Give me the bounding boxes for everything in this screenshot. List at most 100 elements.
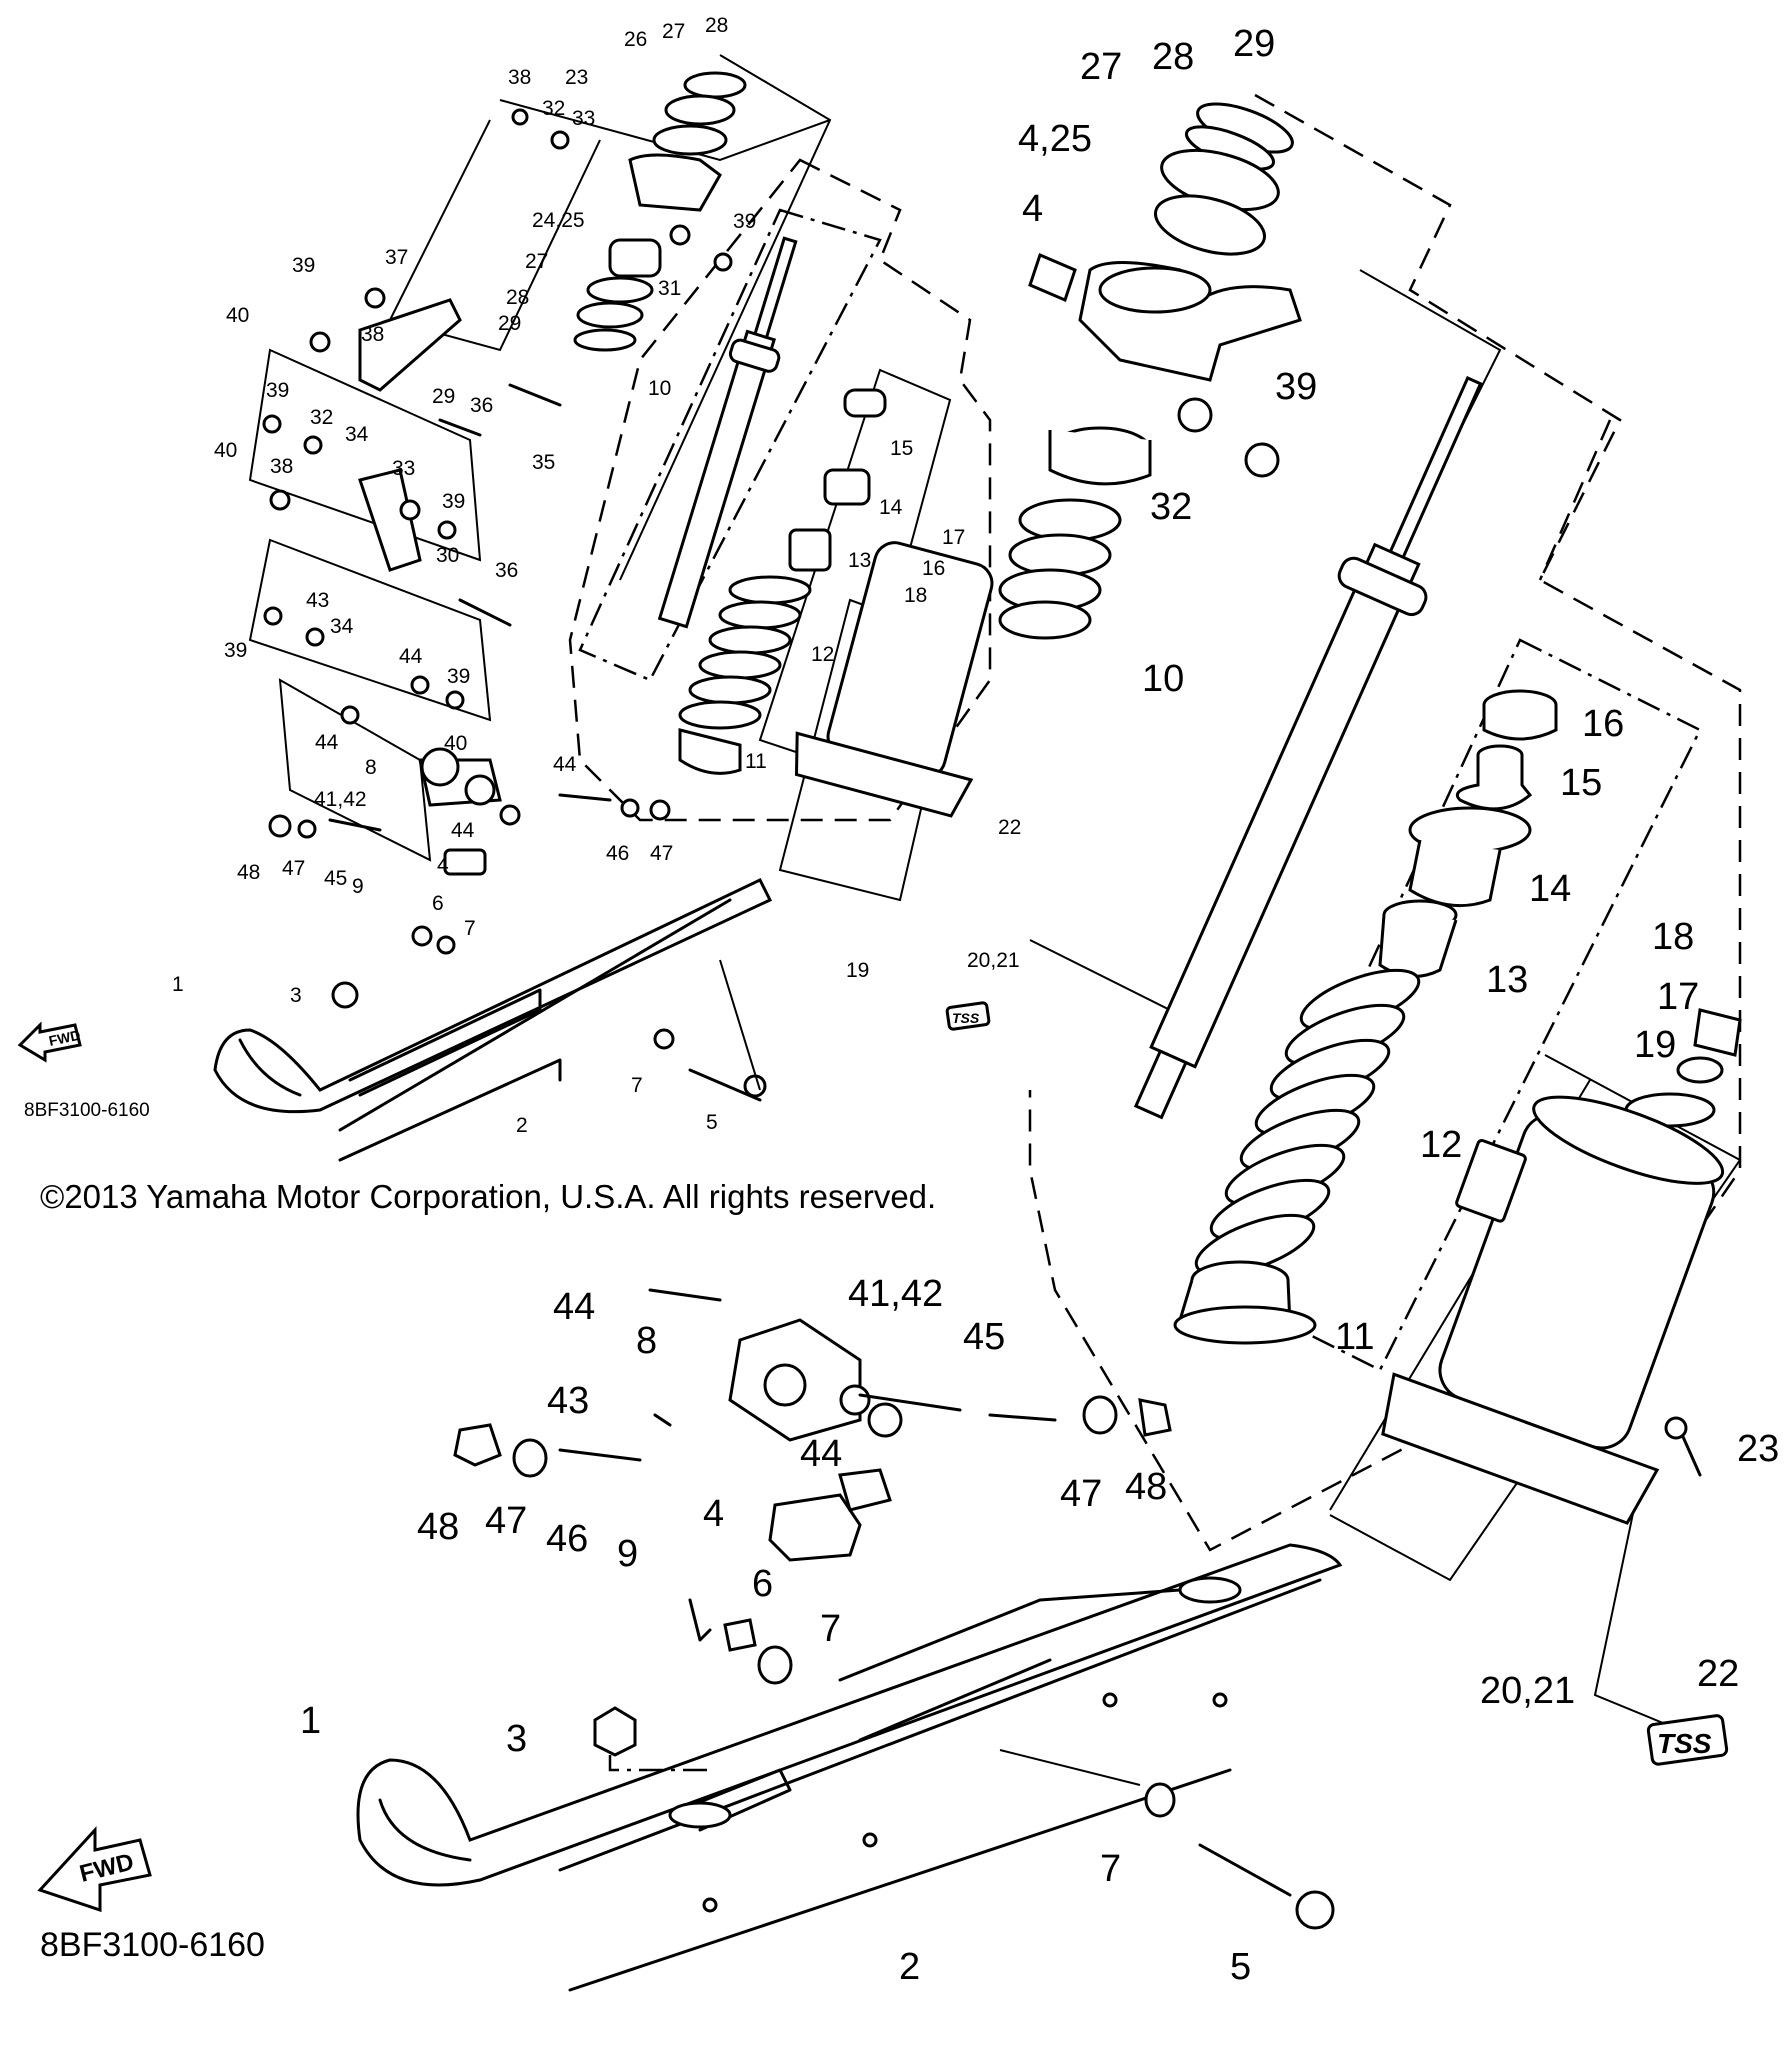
callout-label: 19 [1634,1024,1677,1066]
callout-label: 38 [270,455,294,478]
callout-label: 39 [733,210,757,233]
callout-label: 7 [631,1074,643,1097]
callout-label: 8 [636,1320,658,1362]
callout-label: 18 [1652,916,1695,958]
callout-label: 48 [237,861,261,884]
callout-label: 27 [525,250,549,273]
callout-label: 38 [508,66,532,89]
callout-label: 10 [648,377,672,400]
callout-label: 31 [658,277,682,300]
callout-label: 44 [451,819,475,842]
tss-label-large: TSS [1657,1728,1712,1759]
callout-label: 41,42 [848,1273,944,1315]
callout-label: 15 [1560,762,1603,804]
callout-label: 9 [352,875,364,898]
callout-label: 7 [820,1608,842,1650]
fwd-label-small: FWD [47,1027,82,1049]
detail-diagram: TSS [37,93,1742,1992]
callout-label: 40 [444,732,468,755]
callout-label: 22 [1697,1653,1740,1695]
callout-label: 47 [650,842,674,865]
callout-label: 17 [942,526,966,549]
callout-label: 45 [324,867,348,890]
callout-label: 24,25 [532,209,585,232]
callout-label: 39 [447,665,471,688]
callout-label: 12 [1420,1124,1463,1166]
callout-label: 28 [506,286,530,309]
callout-label: 32 [310,406,334,429]
callout-label: 40 [226,304,250,327]
callout-label: 16 [1582,703,1625,745]
callout-label: 5 [706,1111,718,1134]
callout-label: 11 [1335,1316,1375,1358]
callout-label: 17 [1657,976,1700,1018]
callout-label: 33 [392,457,416,480]
callout-label: 16 [922,557,946,580]
callout-label: 28 [1152,36,1195,78]
callout-label: 38 [361,323,385,346]
callout-label: 44 [553,753,577,776]
callout-label: 23 [1737,1428,1780,1470]
part-code-small: 8BF3100-6160 [24,1100,150,1121]
callout-label: 29 [498,312,522,335]
callout-label: 20,21 [1480,1670,1576,1712]
callout-label: 36 [470,394,494,417]
callout-label: 2 [899,1946,921,1988]
small-spring [678,575,812,775]
callout-label: 40 [214,439,238,462]
callout-label: 28 [705,14,729,37]
callout-label: 46 [546,1518,589,1560]
callout-label: 46 [606,842,630,865]
callout-label: 23 [565,66,589,89]
callout-label: 27 [662,20,686,43]
callout-label: 1 [172,973,184,996]
callout-label: 48 [417,1506,460,1548]
callout-label: 33 [572,107,596,130]
callout-label: 6 [432,892,444,915]
callout-label: 32 [542,97,566,120]
callout-label: 41,42 [314,788,367,811]
callout-label: 3 [290,984,302,1007]
callout-label: 32 [1150,486,1193,528]
callout-label: 2 [516,1114,528,1137]
callout-label: 44 [399,645,423,668]
callout-label: 44 [553,1286,596,1328]
copyright-notice: ©2013 Yamaha Motor Corporation, U.S.A. A… [40,1178,937,1215]
callout-label: 27 [1080,46,1123,88]
callout-label: 8 [365,756,377,779]
callout-label: 7 [1100,1848,1122,1890]
callout-label: 7 [464,917,476,940]
callout-label: 34 [330,615,354,638]
callout-label: 6 [752,1563,774,1605]
callout-label: 39 [224,639,248,662]
callout-label: 43 [306,589,330,612]
callout-label: 4 [437,854,449,877]
callout-label: 48 [1125,1466,1168,1508]
callout-label: 34 [345,423,369,446]
part-code-large: 8BF3100-6160 [40,1926,265,1964]
callout-label: 29 [432,385,456,408]
callout-label: 12 [811,643,835,666]
callout-label: 39 [292,254,316,277]
callout-label: 39 [266,379,290,402]
callout-label: 11 [745,750,767,773]
callout-label: 35 [532,451,556,474]
callout-label: 5 [1230,1946,1252,1988]
callout-label: 1 [300,1700,322,1742]
callout-label: 10 [1142,658,1185,700]
callout-label: 43 [547,1380,590,1422]
tss-label-small: TSS [952,1010,980,1026]
callout-label: 4,25 [1018,118,1092,160]
callout-label: 15 [890,437,914,460]
callout-label: 4 [1022,188,1044,230]
callout-label: 13 [848,549,872,572]
callout-label: 19 [846,959,870,982]
callout-label: 22 [998,816,1022,839]
callout-label: 39 [442,490,466,513]
callout-label: 47 [1060,1473,1103,1515]
callout-label: 45 [963,1316,1006,1358]
callout-label: 29 [1233,23,1276,65]
callout-label: 39 [1275,366,1318,408]
